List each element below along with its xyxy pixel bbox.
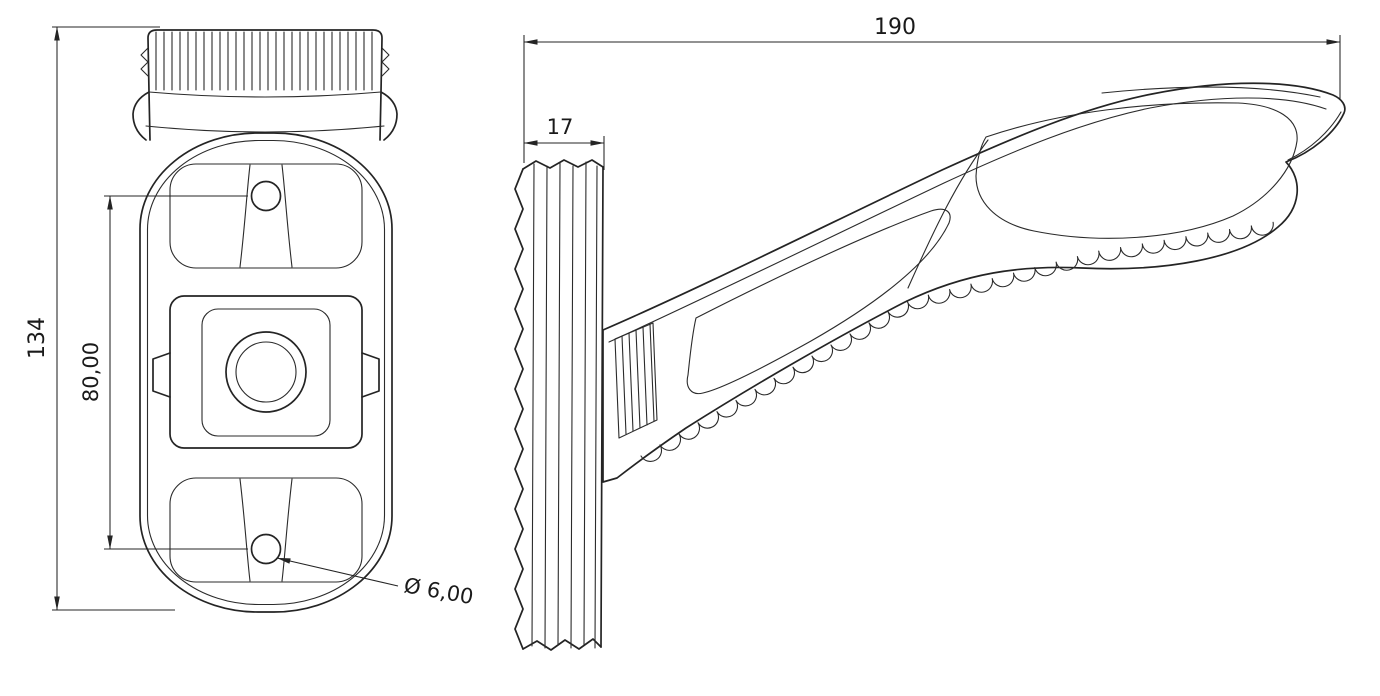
front-lens-assembly bbox=[152, 295, 380, 449]
mounting-hole-top bbox=[250, 180, 282, 212]
side-tab-left bbox=[152, 352, 171, 398]
head-tip-inner-line bbox=[1287, 111, 1342, 161]
bottom-panel-neck-left bbox=[239, 478, 251, 582]
front-top-panel bbox=[169, 163, 363, 269]
body-outline bbox=[139, 132, 393, 613]
front-rubber-cap bbox=[132, 29, 398, 141]
dimension-label-overall-length: 190 bbox=[874, 15, 916, 40]
top-panel-neck-right bbox=[281, 164, 293, 268]
mounting-hole-bottom bbox=[250, 533, 282, 565]
bellows-bottom-edge bbox=[522, 638, 602, 651]
bellows-left-zigzag bbox=[514, 168, 524, 650]
lens-frame-inner bbox=[201, 308, 331, 437]
leader-line-diameter bbox=[276, 557, 399, 587]
dimension-overall-length: 190 bbox=[523, 15, 1341, 163]
cap-ribs bbox=[155, 31, 373, 91]
cap-skirt-line bbox=[145, 125, 385, 133]
arm-outline bbox=[602, 82, 1346, 483]
reflector-patch-stripes bbox=[621, 323, 655, 435]
dimension-mount-depth: 17 bbox=[523, 115, 605, 170]
head-lens-window bbox=[975, 102, 1298, 239]
lens-circle-inner bbox=[235, 341, 297, 403]
bottom-panel-outline bbox=[169, 477, 363, 583]
bellows-right-edge bbox=[600, 166, 604, 648]
cap-skirt-right bbox=[380, 91, 398, 141]
reflector-patch-outline bbox=[614, 322, 658, 439]
lens-circle-outer bbox=[225, 331, 307, 413]
bellows-pleat-lines bbox=[531, 161, 598, 649]
dimension-hole-spacing: 80,00 bbox=[79, 195, 248, 550]
body-inner-contour bbox=[146, 139, 386, 606]
arm-top-seam bbox=[608, 97, 1327, 343]
dimension-hole-diameter: Ø 6,00 bbox=[276, 557, 475, 609]
arm-divider-strut bbox=[907, 139, 989, 289]
cap-separator-line bbox=[148, 91, 382, 98]
dimension-label-hole-spacing: 80,00 bbox=[79, 342, 103, 402]
dimension-label-hole-diameter: Ø 6,00 bbox=[402, 573, 475, 609]
arm-lens-window bbox=[686, 208, 951, 395]
dimension-label-mount-depth: 17 bbox=[547, 115, 574, 139]
dimension-label-overall-height: 134 bbox=[25, 317, 50, 359]
cap-skirt-left bbox=[132, 91, 150, 141]
bottom-panel-neck-right bbox=[281, 478, 293, 582]
side-tab-right bbox=[361, 352, 380, 398]
side-bellows-base bbox=[514, 159, 604, 651]
cap-outline bbox=[147, 29, 383, 141]
bellows-top-edge bbox=[522, 159, 604, 170]
side-view: 190 17 bbox=[514, 15, 1346, 651]
scalloped-rubber-edge bbox=[640, 221, 1274, 462]
lens-frame-outer bbox=[169, 295, 363, 449]
front-bottom-panel bbox=[169, 477, 363, 583]
top-panel-outline bbox=[169, 163, 363, 269]
side-arm bbox=[602, 82, 1346, 483]
front-body bbox=[139, 132, 393, 613]
head-top-layer-line bbox=[1101, 86, 1321, 98]
cap-edge-zigzag-left bbox=[140, 47, 149, 77]
dimension-overall-height: 134 bbox=[25, 26, 175, 611]
cap-edge-zigzag-right bbox=[381, 47, 390, 77]
front-view: 134 80,00 Ø 6,00 bbox=[25, 26, 475, 613]
top-panel-neck-left bbox=[239, 164, 251, 268]
